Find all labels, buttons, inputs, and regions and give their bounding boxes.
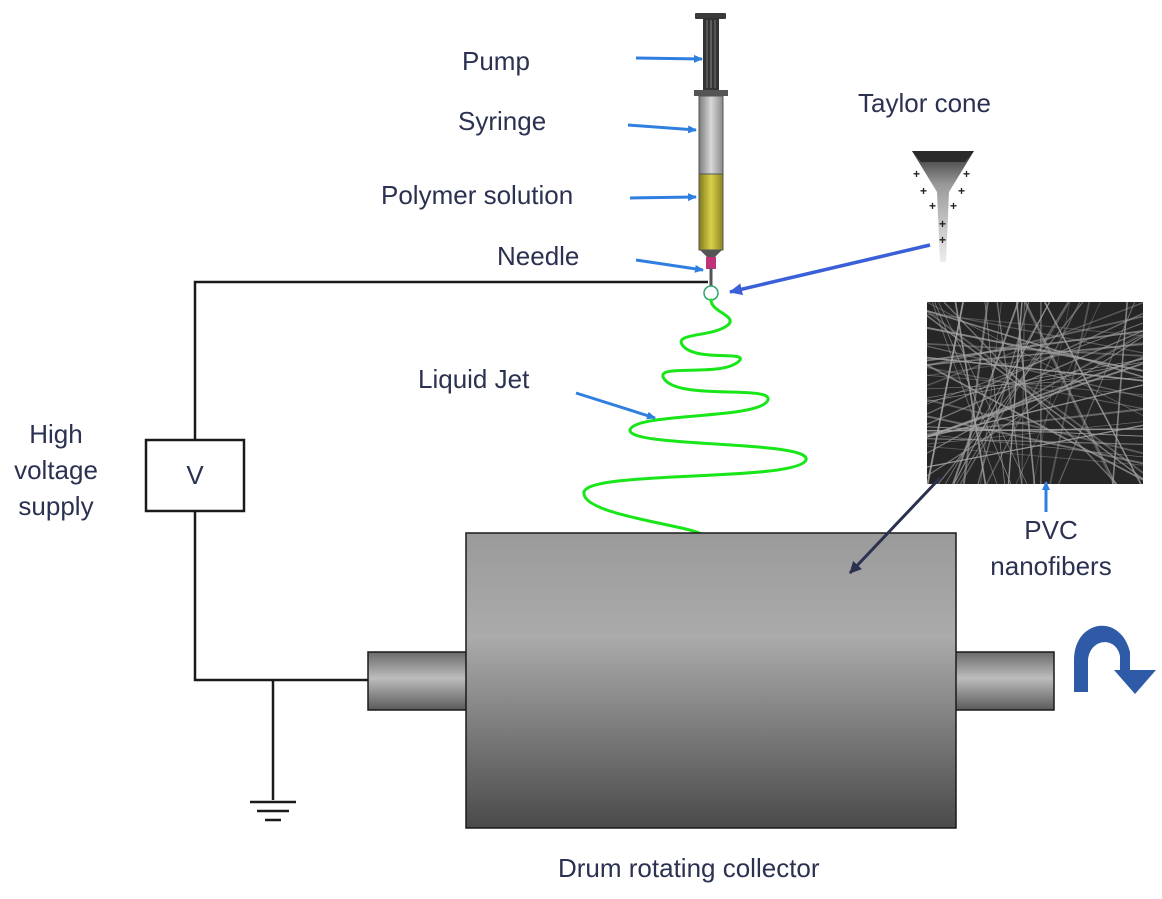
nanofiber-strand [926, 301, 1144, 416]
high-voltage-supply-label: High voltage supply [4, 416, 108, 524]
nanofiber-strand [926, 374, 1144, 396]
nanofiber-strand [926, 312, 1144, 415]
nanofiber-strand [945, 301, 1051, 485]
nanofiber-strand [926, 366, 1144, 410]
nanofiber-strand [926, 334, 1144, 454]
nanofiber-strand [996, 301, 1023, 485]
syringe-label: Syringe [458, 106, 547, 136]
nanofiber-strand [1023, 301, 1115, 485]
taylor-cone-label: Taylor cone [858, 88, 991, 118]
nanofiber-strand [926, 415, 1144, 465]
svg-text:+: + [929, 199, 936, 213]
svg-text:+: + [939, 217, 946, 231]
nanofiber-strand [926, 408, 1144, 435]
nanofiber-strand [926, 445, 1144, 466]
nanofiber-strand [1015, 301, 1101, 485]
curved-rotation-arrow-icon [1074, 625, 1156, 694]
needle-label: Needle [497, 241, 580, 271]
nanofiber-strand [1049, 301, 1091, 485]
svg-text:+: + [913, 167, 920, 181]
high-voltage-line-2: voltage [14, 455, 98, 485]
nanofiber-strand [986, 301, 1081, 485]
pvc-nanofiber-sem-image [926, 301, 1144, 485]
svg-text:+: + [939, 233, 946, 247]
nanofiber-strand [926, 315, 1144, 367]
nanofiber-strand [926, 434, 1144, 458]
circuit-wires [193, 280, 708, 800]
nanofiber-strand [926, 361, 1144, 403]
nanofiber-strand [926, 342, 1144, 377]
nanofiber-strand [956, 301, 1069, 485]
svg-text:+: + [920, 184, 927, 198]
nanofiber-strand [959, 301, 1070, 485]
nanofiber-strand [926, 421, 1144, 445]
high-voltage-line-1: High [29, 419, 83, 449]
nanofiber-strand [926, 313, 1144, 337]
nanofiber-strand [1058, 301, 1136, 485]
nanofiber-strand [952, 301, 1019, 485]
nanofiber-strand [926, 428, 1144, 432]
nanofiber-strand [926, 424, 1144, 468]
pvc-line-2: nanofibers [990, 551, 1112, 581]
drum-collector [367, 532, 1055, 829]
nanofiber-strand [926, 356, 1144, 382]
nanofiber-strand [926, 398, 1144, 455]
nanofiber-strand [926, 358, 1144, 399]
nanofiber-strand [1016, 301, 1036, 485]
voltmeter-box [144, 438, 246, 513]
nanofiber-strand [938, 301, 1028, 485]
pvc-line-1: PVC [1024, 515, 1078, 545]
nanofiber-strand [1021, 301, 1025, 485]
nanofiber-strand [926, 437, 1144, 446]
nanofiber-strand [980, 301, 1002, 485]
label-arrows [575, 54, 1050, 512]
nanofiber-strand [926, 330, 1144, 362]
nanofiber-strand [984, 301, 1005, 485]
nanofiber-strand [1044, 301, 1142, 485]
nanofiber-strand [926, 301, 964, 485]
svg-text:+: + [963, 167, 970, 181]
nanofiber-strand [926, 302, 1144, 387]
nanofiber-strand [926, 377, 1144, 390]
liquid-jet-label: Liquid Jet [418, 364, 530, 394]
nanofiber-strand [926, 384, 1144, 438]
svg-text:+: + [950, 199, 957, 213]
drum-collector-label: Drum rotating collector [558, 853, 820, 883]
nanofiber-strand [926, 310, 1144, 354]
ground-symbol-icon [250, 800, 296, 822]
pvc-nanofibers-label: PVC nanofibers [976, 512, 1126, 584]
nanofiber-strand [1111, 301, 1129, 485]
nanofiber-strand [926, 326, 1144, 372]
voltmeter-label: V [186, 460, 204, 490]
nanofiber-strand [931, 301, 998, 485]
nanofiber-strand [1032, 301, 1071, 485]
nanofiber-strand [926, 332, 1144, 454]
nanofiber-strand [953, 301, 1051, 485]
taylor-cone-icon: + + + + + + + + [912, 151, 974, 262]
nanofiber-strand [926, 330, 1144, 425]
polymer-solution-label: Polymer solution [381, 180, 574, 210]
nanofiber-strand [926, 345, 1144, 398]
needle-tip-marker [703, 285, 719, 301]
nanofiber-strand [1024, 301, 1117, 485]
nanofiber-strand [926, 364, 1144, 481]
nanofiber-strand [926, 335, 1144, 477]
pump-label: Pump [462, 46, 530, 76]
nanofiber-strand [926, 310, 1144, 474]
liquid-jet [582, 298, 808, 537]
taylor-cone-arrow [729, 243, 931, 296]
nanofiber-strand [926, 356, 1144, 438]
nanofiber-to-drum-arrow [848, 476, 942, 575]
nanofiber-strand [954, 301, 987, 485]
syringe-icon [694, 13, 728, 286]
nanofiber-strand [937, 301, 1084, 485]
svg-text:+: + [958, 184, 965, 198]
high-voltage-line-3: supply [18, 491, 94, 521]
nanofiber-strand [943, 301, 1118, 485]
